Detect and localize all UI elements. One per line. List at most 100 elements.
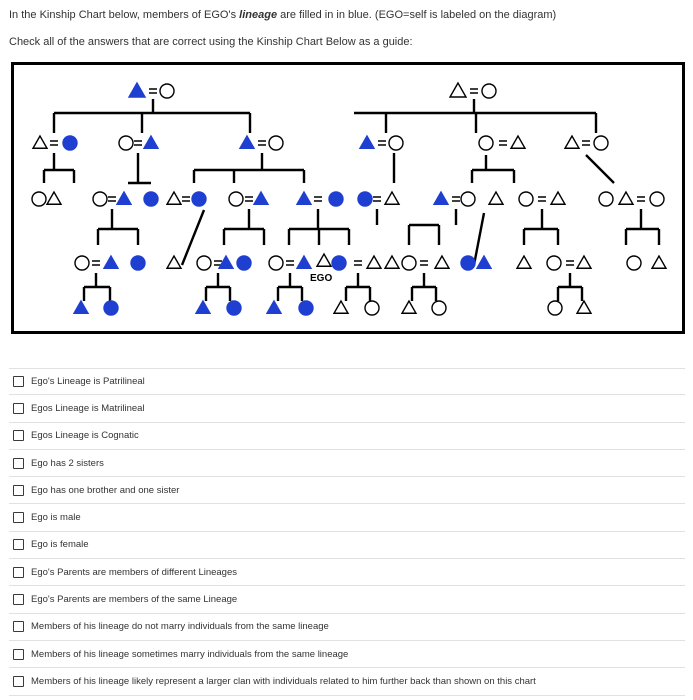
answer-option[interactable]: Members of his lineage sometimes marry i… — [9, 641, 685, 669]
descent-line — [585, 154, 615, 184]
lineage-female-symbol — [62, 135, 78, 151]
male-symbol — [45, 190, 63, 205]
answer-option[interactable]: Ego's Parents are members of different L… — [9, 559, 685, 587]
question-instruction: Check all of the answers that are correc… — [9, 36, 413, 48]
female-symbol — [598, 191, 614, 207]
answer-checkbox[interactable] — [13, 648, 24, 660]
female-symbol — [268, 255, 284, 271]
answer-label: Ego is male — [31, 512, 81, 524]
male-symbol — [383, 254, 401, 269]
lineage-female-symbol — [298, 300, 314, 316]
descent-line — [180, 209, 206, 266]
male-symbol — [332, 299, 350, 314]
answer-label: Egos Lineage is Cognatic — [31, 430, 139, 442]
answer-option[interactable]: Ego's Lineage is Patrilineal — [9, 368, 685, 396]
answer-checkbox[interactable] — [13, 594, 24, 606]
female-symbol — [401, 255, 417, 271]
lineage-female-symbol — [328, 191, 344, 207]
female-symbol — [518, 191, 534, 207]
lineage-male-symbol — [217, 254, 235, 269]
answer-checkbox[interactable] — [13, 457, 24, 469]
male-symbol — [315, 252, 333, 267]
answer-checkbox[interactable] — [13, 675, 24, 687]
female-symbol — [31, 191, 47, 207]
lineage-female-symbol — [460, 255, 476, 271]
lineage-female-symbol — [236, 255, 252, 271]
lineage-male-symbol — [252, 190, 270, 205]
lineage-male-symbol — [115, 190, 133, 205]
answer-option[interactable]: Members of his lineage likely represent … — [9, 668, 685, 696]
female-symbol — [268, 135, 284, 151]
lineage-male-symbol — [142, 134, 160, 149]
question-suffix: are filled in in blue. (EGO=self is labe… — [280, 9, 557, 21]
lineage-female-symbol — [191, 191, 207, 207]
lineage-female-symbol — [143, 191, 159, 207]
male-symbol — [165, 190, 183, 205]
answer-option[interactable]: Members of his lineage do not marry indi… — [9, 614, 685, 641]
male-symbol — [31, 134, 49, 149]
female-symbol — [547, 300, 563, 316]
answer-checkbox[interactable] — [13, 566, 24, 578]
answer-option[interactable]: Egos Lineage is Cognatic — [9, 423, 685, 450]
male-symbol — [563, 134, 581, 149]
answer-label: Ego is female — [31, 539, 89, 551]
answer-option[interactable]: Ego's Parents are members of the same Li… — [9, 586, 685, 614]
male-symbol — [575, 254, 593, 269]
answer-checkbox[interactable] — [13, 512, 24, 524]
male-symbol — [433, 254, 451, 269]
answer-checkbox[interactable] — [13, 539, 24, 551]
lineage-male-symbol — [295, 254, 313, 269]
lineage-male-symbol — [102, 254, 120, 269]
female-symbol — [481, 83, 497, 99]
male-symbol — [617, 190, 635, 205]
lineage-male-symbol — [432, 190, 450, 205]
answer-checkbox[interactable] — [13, 430, 24, 442]
female-symbol — [478, 135, 494, 151]
female-symbol — [649, 191, 665, 207]
question-text-line1: In the Kinship Chart below, members of E… — [9, 9, 556, 21]
answer-label: Members of his lineage likely represent … — [31, 675, 536, 687]
answer-option[interactable]: Egos Lineage is Matrilineal — [9, 395, 685, 423]
lineage-male-symbol — [238, 134, 256, 149]
question-prefix: In the Kinship Chart below, members of E… — [9, 9, 237, 21]
female-symbol — [118, 135, 134, 151]
female-symbol — [228, 191, 244, 207]
male-symbol — [549, 190, 567, 205]
answer-label: Ego has one brother and one sister — [31, 484, 180, 496]
kinship-chart-diagram: EGO — [31, 81, 668, 316]
answer-checkbox[interactable] — [13, 621, 24, 633]
answer-checkbox[interactable] — [13, 376, 24, 388]
answer-label: Members of his lineage do not marry indi… — [31, 621, 329, 633]
answer-option[interactable]: Ego is female — [9, 532, 685, 560]
female-symbol — [431, 300, 447, 316]
male-symbol — [509, 134, 527, 149]
female-symbol — [92, 191, 108, 207]
female-symbol — [593, 135, 609, 151]
kinship-chart: EGO — [11, 62, 685, 334]
answer-label: Ego has 2 sisters — [31, 457, 104, 469]
answer-label: Egos Lineage is Matrilineal — [31, 402, 145, 414]
descent-line — [472, 212, 486, 266]
answer-label: Ego's Parents are members of different L… — [31, 566, 238, 578]
male-symbol — [575, 299, 593, 314]
lineage-female-symbol — [357, 191, 373, 207]
answer-option[interactable]: Ego is male — [9, 504, 685, 532]
male-symbol — [365, 254, 383, 269]
female-symbol — [159, 83, 175, 99]
answer-label: Members of his lineage sometimes marry i… — [31, 648, 349, 660]
answer-option[interactable]: Ego has one brother and one sister — [9, 477, 685, 505]
lineage-male-symbol — [194, 299, 212, 314]
male-symbol — [650, 254, 668, 269]
female-symbol — [196, 255, 212, 271]
ego-label: EGO — [310, 273, 332, 284]
lineage-female-symbol — [331, 255, 347, 271]
male-symbol — [383, 190, 401, 205]
answer-checkbox[interactable] — [13, 402, 24, 414]
female-symbol — [626, 255, 642, 271]
answer-option[interactable]: Ego has 2 sisters — [9, 450, 685, 478]
answer-checkbox[interactable] — [13, 484, 24, 496]
male-symbol — [448, 81, 468, 98]
answer-label: Ego's Lineage is Patrilineal — [31, 376, 145, 388]
female-symbol — [74, 255, 90, 271]
